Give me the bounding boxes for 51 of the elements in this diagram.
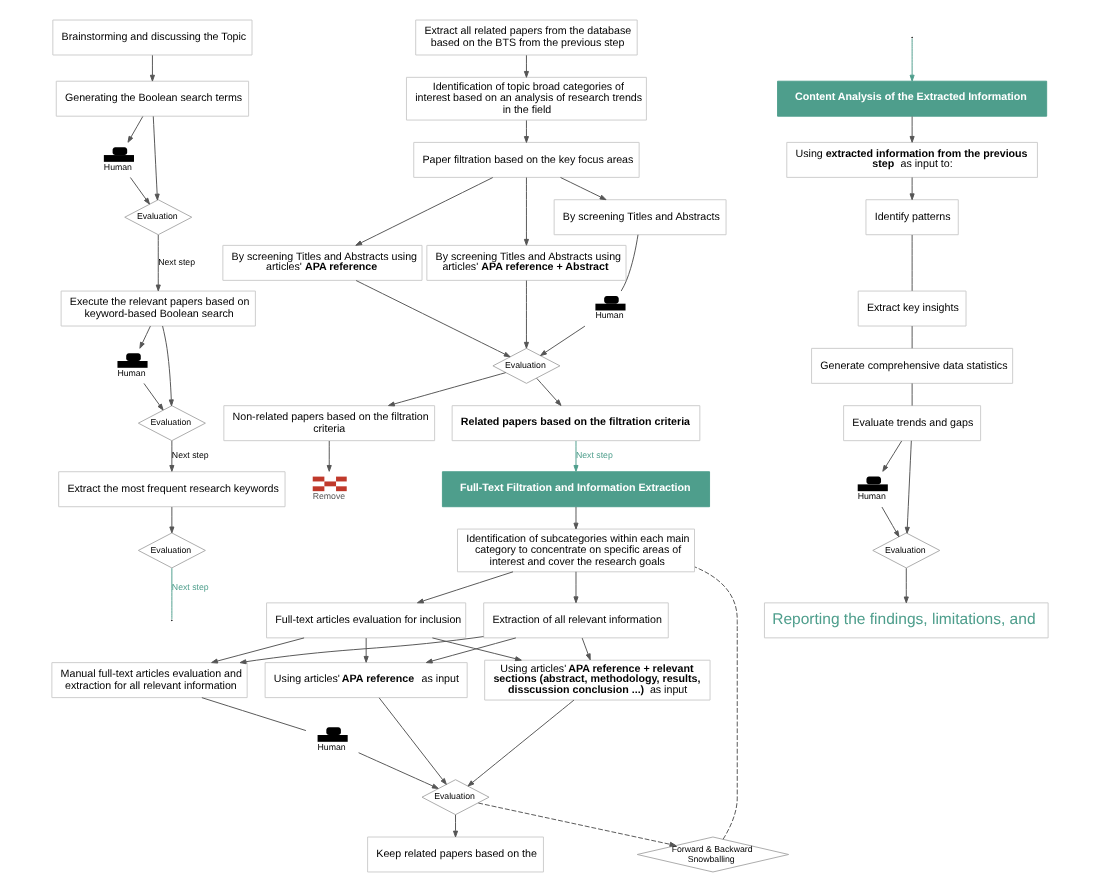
arrow <box>129 177 150 205</box>
arrow <box>903 567 909 604</box>
arrow <box>467 699 575 787</box>
arrow <box>358 752 439 789</box>
arrow <box>143 382 164 411</box>
arrow <box>431 637 522 662</box>
arrow <box>416 571 514 604</box>
arrow <box>882 440 903 472</box>
arrow <box>909 177 915 201</box>
arrow <box>581 637 591 661</box>
arrow <box>909 116 915 143</box>
arrow <box>536 377 562 406</box>
connector <box>201 697 307 732</box>
connector <box>911 325 913 349</box>
arrow <box>355 280 511 358</box>
connector <box>694 566 738 840</box>
arrow <box>523 119 529 143</box>
arrow <box>573 506 579 530</box>
arrow <box>388 372 507 407</box>
arrow <box>378 697 447 785</box>
arrow <box>540 325 586 356</box>
arrow <box>523 280 529 349</box>
connector <box>911 382 913 407</box>
arrow <box>139 325 151 349</box>
arrow <box>904 440 912 534</box>
connector <box>620 234 639 292</box>
arrow <box>363 637 369 663</box>
arrow <box>326 440 332 472</box>
arrow <box>162 325 174 407</box>
arrow <box>909 38 915 82</box>
connector <box>911 234 913 292</box>
arrow <box>573 571 579 604</box>
arrow <box>155 234 161 292</box>
node-box: Reporting the findings, limitations, and <box>763 602 1049 639</box>
arrow <box>573 440 579 472</box>
arrow <box>127 116 144 143</box>
arrow <box>425 637 517 664</box>
arrow <box>239 636 484 665</box>
arrow <box>523 54 529 78</box>
arrow <box>477 802 677 847</box>
arrow <box>881 506 900 538</box>
arrow <box>453 814 459 838</box>
arrow <box>169 506 175 534</box>
connector <box>171 567 173 620</box>
arrow <box>523 177 529 246</box>
arrow <box>152 115 160 201</box>
arrow <box>355 177 494 246</box>
arrow <box>149 54 155 82</box>
arrow <box>169 440 175 472</box>
arrow <box>560 177 607 201</box>
arrow <box>211 637 305 664</box>
